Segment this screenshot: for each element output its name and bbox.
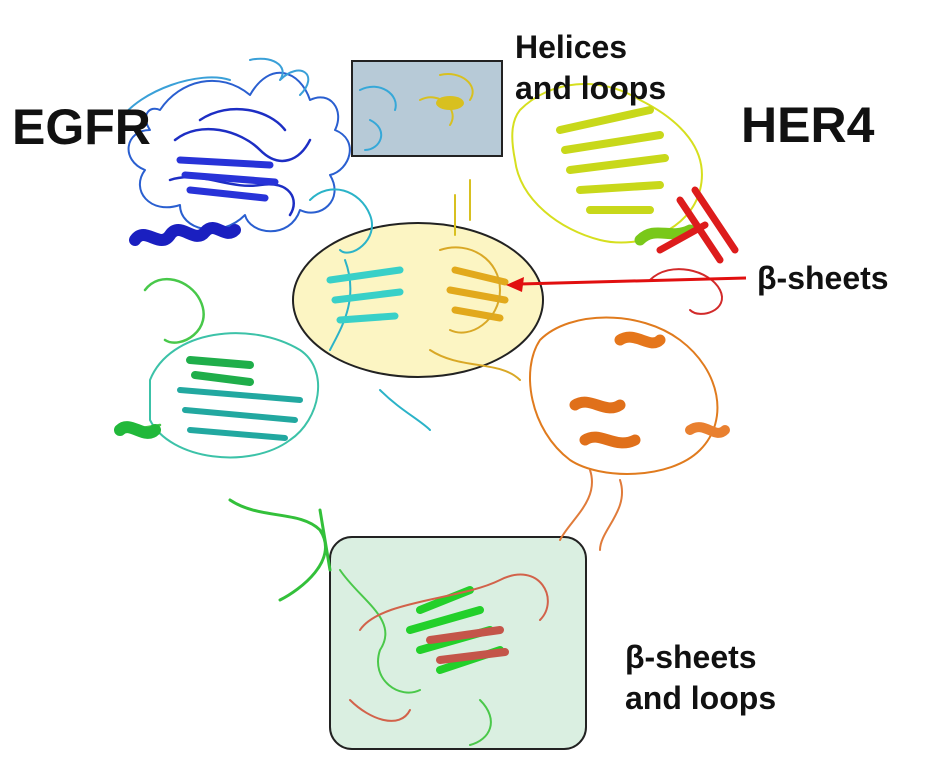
egfr-domain-1 <box>119 57 351 246</box>
beta-sheets-loops-label-line-1: β-sheets <box>625 639 757 675</box>
egfr-domain-3 <box>114 278 504 746</box>
helices-loops-highlight-box <box>351 60 503 157</box>
beta-sheets-loops-label: β-sheets and loops <box>625 637 776 719</box>
beta-sheets-label: β-sheets <box>757 260 889 296</box>
her4-domain-3 <box>349 186 739 722</box>
helices-loops-label: Helices and loops <box>515 27 666 109</box>
egfr-label: EGFR <box>12 99 151 155</box>
beta-sheets-loops-label-line-2: and loops <box>625 680 777 716</box>
her4-label: HER4 <box>741 97 875 153</box>
helices-loops-label-line-1: Helices <box>515 29 628 65</box>
her4-domain-1 <box>419 73 703 246</box>
beta-sheets-arrow <box>506 276 747 292</box>
beta-sheet-interface-ellipse <box>292 222 544 378</box>
her4-domain-2 <box>529 316 730 551</box>
her4-domain-interface <box>429 246 521 381</box>
helices-loops-label-line-2: and loops <box>515 70 667 106</box>
egfr-domain-2 <box>149 85 431 459</box>
